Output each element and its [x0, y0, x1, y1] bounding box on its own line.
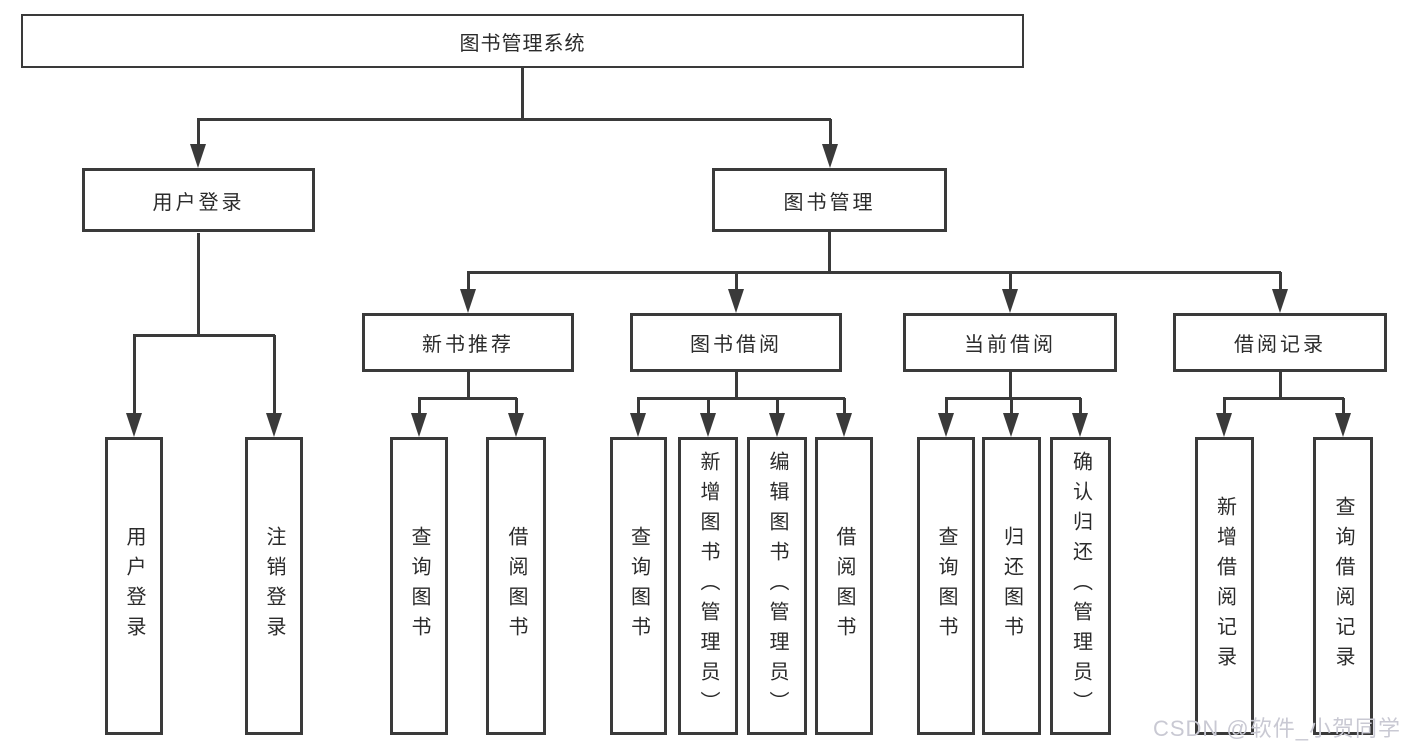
arrowhead-down-icon: [700, 413, 716, 437]
leaf-label: 用户登录: [123, 526, 145, 646]
connector-bar: [197, 118, 831, 121]
connector-drop: [1223, 398, 1226, 415]
leaf-add-books-admin: 新增图书（管理员）: [678, 437, 738, 735]
connector-bar: [637, 397, 845, 400]
node-book-borrow: 图书借阅: [630, 313, 842, 372]
arrowhead-down-icon: [266, 413, 282, 437]
connector-drop: [829, 119, 832, 146]
leaf-user-login: 用户登录: [105, 437, 163, 735]
leaf-label: 查询图书: [627, 526, 650, 646]
arrowhead-down-icon: [1335, 413, 1351, 437]
arrowhead-down-icon: [190, 144, 206, 168]
connector-drop: [1009, 272, 1012, 291]
connector-drop: [707, 398, 710, 415]
connector-stem: [521, 68, 524, 121]
arrowhead-down-icon: [508, 413, 524, 437]
connector-drop: [1279, 272, 1282, 291]
watermark: CSDN @软件_小贺同学: [1152, 716, 1401, 741]
leaf-borrow-books: 借阅图书: [815, 437, 873, 735]
leaf-label: 编辑图书（管理员）: [766, 451, 788, 721]
leaf-logout: 注销登录: [245, 437, 303, 735]
leaf-confirm-return-admin: 确认归还（管理员）: [1050, 437, 1111, 735]
connector-drop: [133, 335, 136, 415]
connector-drop: [273, 335, 276, 415]
leaf-label: 查询图书: [408, 526, 430, 646]
connector-drop: [418, 398, 421, 415]
connector-drop: [776, 398, 779, 415]
connector-drop: [197, 119, 200, 146]
leaf-label: 查询借阅记录: [1332, 496, 1354, 676]
connector-drop: [1079, 398, 1082, 415]
leaf-label: 借阅图书: [833, 526, 855, 646]
connector-drop: [735, 272, 738, 291]
connector-stem: [1279, 372, 1282, 400]
node-new-book-recommend: 新书推荐: [362, 313, 574, 372]
arrowhead-down-icon: [1072, 413, 1088, 437]
leaf-label: 查询图书: [935, 526, 957, 646]
node-root-system: 图书管理系统: [21, 14, 1024, 68]
node-current-borrow: 当前借阅: [903, 313, 1117, 372]
connector-bar: [945, 397, 1081, 400]
arrowhead-down-icon: [1216, 413, 1232, 437]
connector-drop: [637, 398, 640, 415]
leaf-label: 注销登录: [263, 526, 285, 646]
leaf-query-books-current: 查询图书: [917, 437, 975, 735]
connector-stem: [197, 233, 200, 337]
connector-bar: [418, 397, 517, 400]
connector-stem: [467, 372, 470, 400]
arrowhead-down-icon: [836, 413, 852, 437]
connector-bar: [1223, 397, 1344, 400]
connector-stem: [735, 372, 738, 400]
arrowhead-down-icon: [1003, 413, 1019, 437]
leaf-add-borrow-record: 新增借阅记录: [1195, 437, 1254, 735]
leaf-query-borrow-record: 查询借阅记录: [1313, 437, 1373, 735]
connector-drop: [515, 398, 518, 415]
connector-stem: [828, 232, 831, 274]
connector-bar: [467, 271, 1281, 274]
node-book-management: 图书管理: [712, 168, 947, 232]
node-borrow-records: 借阅记录: [1173, 313, 1387, 372]
leaf-label: 确认归还（管理员）: [1069, 451, 1092, 721]
leaf-borrow-books-recommend: 借阅图书: [486, 437, 546, 735]
node-user-login: 用户登录: [82, 168, 315, 232]
leaf-label: 新增图书（管理员）: [697, 451, 719, 721]
arrowhead-down-icon: [411, 413, 427, 437]
arrowhead-down-icon: [769, 413, 785, 437]
leaf-label: 借阅图书: [505, 526, 527, 646]
arrowhead-down-icon: [1002, 289, 1018, 313]
connector-stem: [1009, 372, 1012, 400]
connector-drop: [1342, 398, 1345, 415]
leaf-label: 新增借阅记录: [1213, 496, 1236, 676]
arrowhead-down-icon: [822, 144, 838, 168]
arrowhead-down-icon: [938, 413, 954, 437]
arrowhead-down-icon: [1272, 289, 1288, 313]
leaf-return-books: 归还图书: [982, 437, 1041, 735]
arrowhead-down-icon: [728, 289, 744, 313]
connector-bar: [133, 334, 275, 337]
connector-drop: [1010, 398, 1013, 415]
connector-drop: [945, 398, 948, 415]
arrowhead-down-icon: [630, 413, 646, 437]
connector-drop: [467, 272, 470, 291]
leaf-label: 归还图书: [1000, 526, 1023, 646]
connector-drop: [843, 398, 846, 415]
leaf-edit-books-admin: 编辑图书（管理员）: [747, 437, 807, 735]
arrowhead-down-icon: [460, 289, 476, 313]
arrowhead-down-icon: [126, 413, 142, 437]
leaf-query-books-borrow: 查询图书: [610, 437, 667, 735]
leaf-query-books-recommend: 查询图书: [390, 437, 448, 735]
